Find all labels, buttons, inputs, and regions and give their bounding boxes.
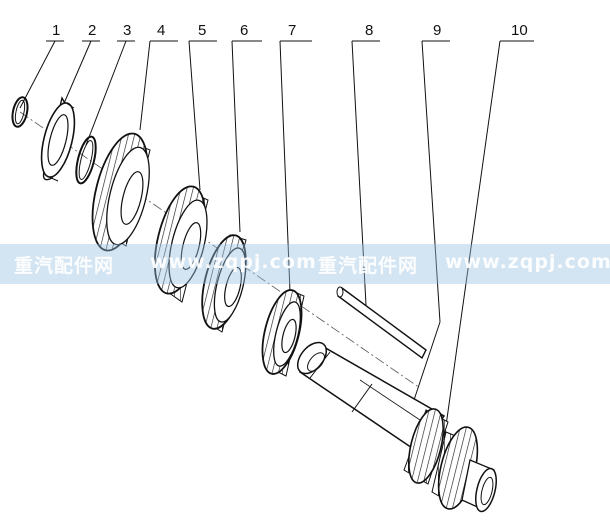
callout-7-label: 7 [288, 22, 296, 39]
callout-9-label: 9 [433, 22, 441, 39]
callout-10: 10 [443, 22, 534, 441]
callout-1-label: 1 [52, 22, 60, 39]
callout-3-label: 3 [123, 22, 131, 39]
callout-8: 8 [351, 22, 380, 306]
bearing-icon [40, 96, 76, 182]
callout-7: 7 [279, 22, 312, 293]
callout-9: 9 [409, 22, 450, 413]
shaft-icon [296, 341, 497, 513]
callout-labels: 1 2 3 4 5 6 7 [19, 22, 534, 441]
callout-6-label: 6 [240, 22, 248, 39]
gear-icon [261, 289, 305, 377]
gear-icon [201, 234, 247, 333]
callout-2: 2 [61, 22, 100, 109]
gear-icon [91, 132, 151, 252]
callout-8-label: 8 [365, 22, 373, 39]
callout-3: 3 [85, 22, 135, 146]
snap-ring-icon [11, 96, 29, 128]
callout-5-label: 5 [198, 22, 206, 39]
key-icon [336, 286, 427, 360]
callout-1: 1 [19, 22, 64, 109]
callout-4-label: 4 [157, 22, 165, 39]
gear-icon [153, 185, 209, 303]
callout-10-label: 10 [511, 22, 528, 39]
callout-5: 5 [188, 22, 217, 191]
callout-6: 6 [231, 22, 262, 233]
callout-4: 4 [139, 22, 178, 131]
snap-ring-icon [75, 135, 97, 185]
callout-2-label: 2 [88, 22, 96, 39]
